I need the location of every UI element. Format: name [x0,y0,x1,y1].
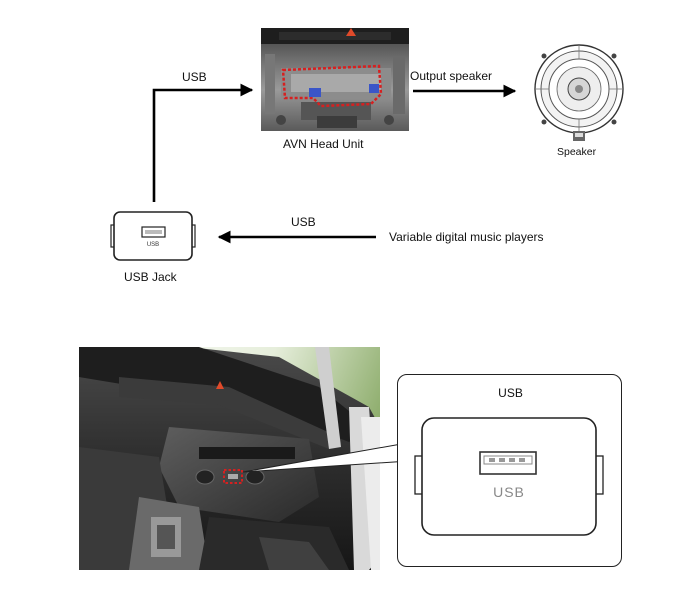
usb-to-jack-label: USB [291,215,316,229]
usb-jack-label: USB Jack [124,270,177,284]
speaker-label: Speaker [557,146,597,158]
usb-jack-icon-text: USB [146,242,160,248]
usb-jack-icon: USB [109,210,197,262]
output-speaker-label: Output speaker [410,69,493,83]
digital-music-players-label: Variable digital music players [389,230,544,244]
usb-port-text: USB [493,484,525,500]
speaker-image [531,39,627,143]
usb-port-closeup: USB [413,416,605,537]
head-unit-photo [261,28,409,131]
usb-callout-box: USB USB [397,374,622,567]
usb-location-highlight [223,469,243,484]
head-unit-label: AVN Head Unit [283,137,364,151]
head-unit-highlight [281,64,383,108]
arrow-jack-to-head-unit [152,83,254,202]
usb-to-head-unit-label: USB [182,70,207,84]
callout-title: USB [498,386,523,400]
